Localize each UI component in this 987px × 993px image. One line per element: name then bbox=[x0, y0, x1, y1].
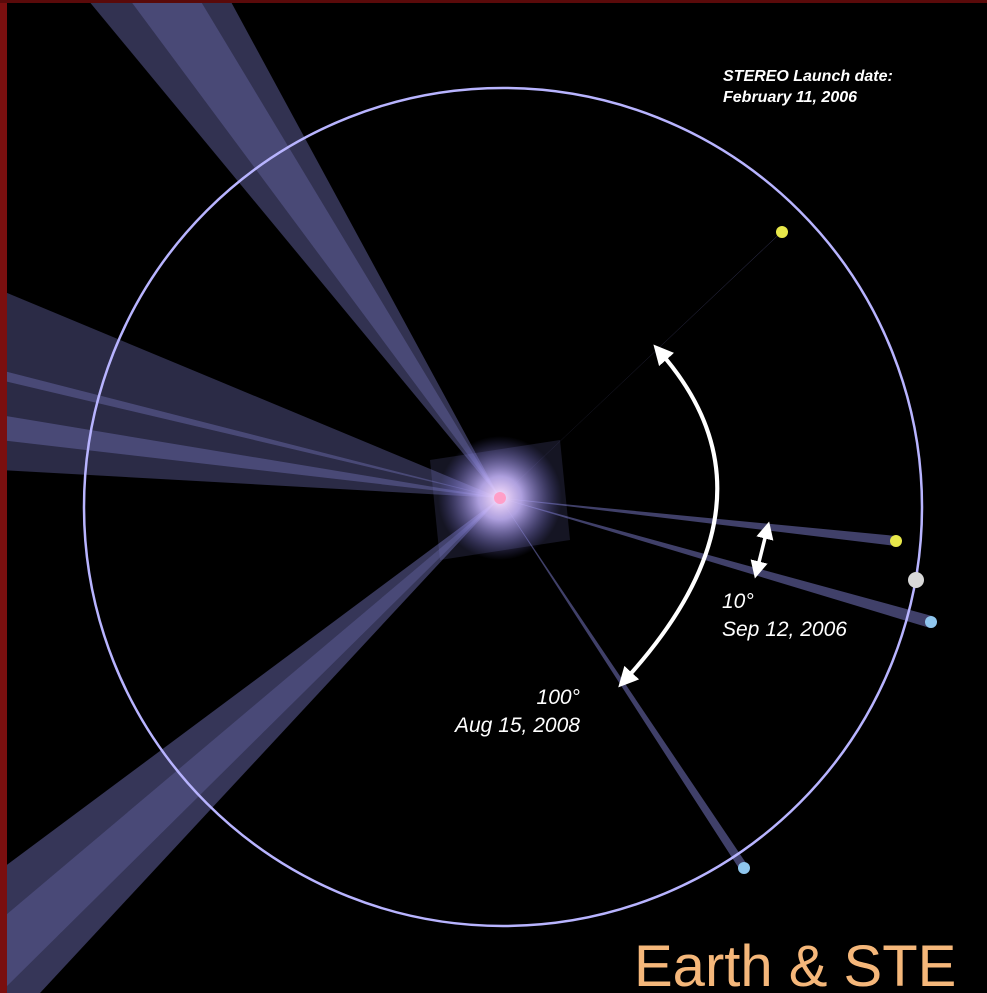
separation-100deg-label: 100° Aug 15, 2008 bbox=[455, 684, 580, 740]
separation-10deg-date: Sep 12, 2006 bbox=[722, 618, 847, 641]
earth-orbit bbox=[82, 86, 924, 928]
beam-upper-left bbox=[88, 0, 500, 498]
beam-left-2 bbox=[0, 370, 500, 498]
beam-behind-2006 bbox=[500, 498, 932, 628]
beam-left-1 bbox=[0, 290, 500, 498]
arc-arrow-100deg bbox=[618, 344, 720, 688]
stereo-ahead-2006-dot bbox=[890, 535, 902, 547]
separation-10deg-label: 10° Sep 12, 2006 bbox=[722, 588, 847, 644]
launch-date-label: STEREO Launch date: February 11, 2006 bbox=[723, 66, 893, 108]
separation-10deg-angle: 10° bbox=[722, 590, 754, 613]
frame-left-edge bbox=[0, 0, 7, 993]
separation-100deg-date: Aug 15, 2008 bbox=[455, 714, 580, 737]
beam-upper-left-core bbox=[130, 0, 500, 498]
stereo-ahead-2008-dot bbox=[776, 226, 788, 238]
beam-ahead-2006 bbox=[500, 498, 896, 546]
beam-lower-left-core bbox=[0, 498, 500, 993]
slide-caption: Earth & STE bbox=[634, 934, 957, 993]
beam-lower-left bbox=[0, 498, 500, 993]
launch-line-1: STEREO Launch date: bbox=[723, 68, 893, 85]
earth-dot bbox=[908, 572, 924, 588]
launch-line-2: February 11, 2006 bbox=[723, 89, 858, 106]
beam-left-3 bbox=[0, 415, 500, 498]
separation-100deg-angle: 100° bbox=[536, 686, 580, 709]
stereo-behind-2008-dot bbox=[738, 862, 750, 874]
sun bbox=[494, 492, 506, 504]
frame-top-edge bbox=[0, 0, 987, 3]
stereo-behind-2006-dot bbox=[925, 616, 937, 628]
arrow-10deg bbox=[750, 521, 774, 579]
